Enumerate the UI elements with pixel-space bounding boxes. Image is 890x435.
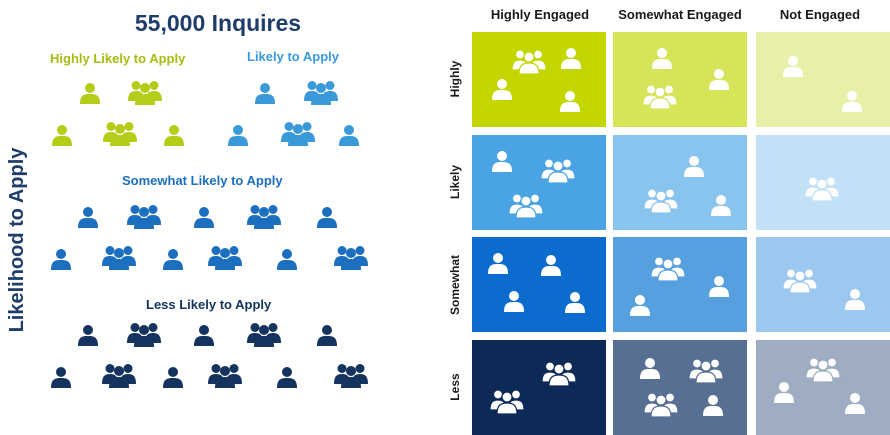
matrix-cell-somewhat-2 — [613, 237, 747, 332]
person-icon — [51, 124, 73, 146]
group-label-somewhat-likely: Somewhat Likely to Apply — [122, 173, 283, 188]
group-icon — [511, 48, 547, 74]
row-label-highly: Highly — [448, 60, 462, 98]
person-icon — [162, 248, 184, 270]
person-icon — [316, 206, 338, 228]
person-icon — [163, 124, 185, 146]
group-label-less-likely: Less Likely to Apply — [146, 297, 272, 312]
person-icon — [559, 90, 581, 112]
group-icon — [805, 356, 841, 382]
group-icon — [101, 244, 137, 270]
person-icon — [276, 248, 298, 270]
group-icon — [127, 79, 163, 105]
column-header-not-engaged: Not Engaged — [779, 7, 861, 22]
column-header-somewhat-engaged: Somewhat Engaged — [618, 7, 742, 22]
person-icon — [193, 206, 215, 228]
matrix-cell-likely-2 — [613, 135, 747, 230]
matrix-cell-likely-3 — [756, 135, 890, 230]
group-icon — [642, 83, 678, 109]
person-icon — [491, 150, 513, 172]
matrix-cell-somewhat-1 — [472, 237, 606, 332]
group-label-likely: Likely to Apply — [247, 49, 339, 64]
group-icon — [782, 267, 818, 293]
group-icon — [541, 360, 577, 386]
person-icon — [491, 78, 513, 100]
row-label-somewhat: Somewhat — [448, 255, 462, 316]
group-icon — [333, 244, 369, 270]
group-icon — [489, 388, 525, 414]
group-icon — [280, 120, 316, 146]
person-icon — [50, 248, 72, 270]
person-icon — [162, 366, 184, 388]
person-icon — [77, 324, 99, 346]
person-icon — [540, 254, 562, 276]
main-title: 55,000 Inquires — [134, 10, 302, 36]
matrix-cell-less-3 — [756, 340, 890, 435]
matrix-cell-highly-3 — [756, 32, 890, 127]
person-icon — [50, 366, 72, 388]
group-icon — [804, 175, 840, 201]
matrix-cell-somewhat-3 — [756, 237, 890, 332]
group-icon — [207, 362, 243, 388]
group-icon — [126, 203, 162, 229]
person-icon — [276, 366, 298, 388]
person-icon — [782, 55, 804, 77]
group-icon — [650, 255, 686, 281]
matrix-cell-less-1 — [472, 340, 606, 435]
person-icon — [254, 82, 276, 104]
y-axis-label: Likelihood to Apply — [6, 147, 28, 333]
person-icon — [629, 294, 651, 316]
person-icon — [77, 206, 99, 228]
person-icon — [844, 392, 866, 414]
group-icon — [101, 362, 137, 388]
group-icon — [126, 321, 162, 347]
group-icon — [688, 357, 724, 383]
person-icon — [708, 68, 730, 90]
row-label-likely: Likely — [448, 164, 462, 200]
person-icon — [841, 90, 863, 112]
person-icon — [338, 124, 360, 146]
group-label-highly-likely: Highly Likely to Apply — [50, 51, 186, 66]
group-icon — [333, 362, 369, 388]
group-icon — [643, 391, 679, 417]
person-icon — [503, 290, 525, 312]
column-header-highly-engaged: Highly Engaged — [490, 7, 590, 22]
group-icon — [207, 244, 243, 270]
person-icon — [560, 47, 582, 69]
person-icon — [193, 324, 215, 346]
group-icon — [540, 157, 576, 183]
row-label-less: Less — [448, 373, 462, 401]
matrix-cell-likely-1 — [472, 135, 606, 230]
person-icon — [79, 82, 101, 104]
group-icon — [246, 203, 282, 229]
person-icon — [708, 275, 730, 297]
group-icon — [102, 120, 138, 146]
group-icon — [303, 79, 339, 105]
person-icon — [651, 47, 673, 69]
person-icon — [702, 394, 724, 416]
group-icon — [246, 321, 282, 347]
group-icon — [508, 192, 544, 218]
person-icon — [710, 194, 732, 216]
group-icon — [643, 187, 679, 213]
person-icon — [844, 288, 866, 310]
matrix-cell-highly-1 — [472, 32, 606, 127]
matrix-cell-highly-2 — [613, 32, 747, 127]
matrix-cell-less-2 — [613, 340, 747, 435]
person-icon — [564, 291, 586, 313]
person-icon — [487, 252, 509, 274]
person-icon — [227, 124, 249, 146]
person-icon — [773, 381, 795, 403]
person-icon — [683, 155, 705, 177]
person-icon — [316, 324, 338, 346]
person-icon — [639, 357, 661, 379]
